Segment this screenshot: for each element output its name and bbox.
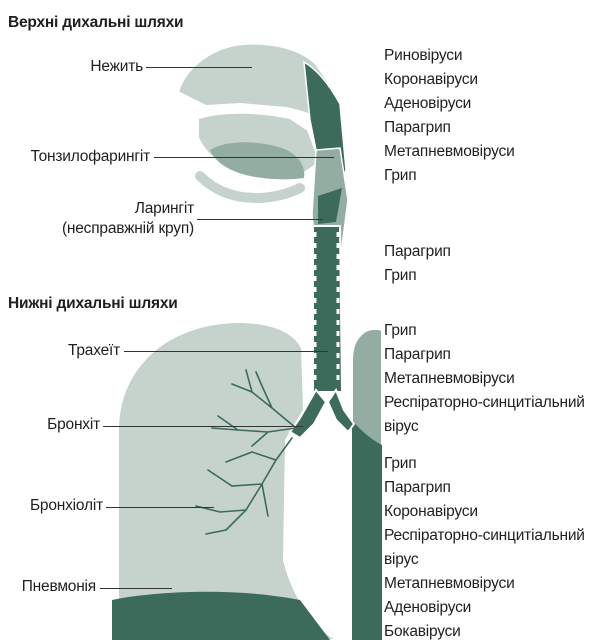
pathogen-item: Парагрип: [384, 240, 451, 264]
pathogen-item: Коронавіруси: [384, 68, 515, 92]
pathogen-item: Риновіруси: [384, 44, 515, 68]
pathogen-item: Коронавіруси: [384, 500, 585, 524]
leader-laryngitis: [197, 219, 323, 220]
label-bronchiolitis: Бронхіоліт: [30, 495, 103, 516]
pathogen-item: Аденовіруси: [384, 596, 585, 620]
leader-bronchitis: [103, 426, 303, 427]
pathogen-item: вірус: [384, 415, 585, 439]
pathogens-larynx: Парагрип Грип: [384, 240, 451, 288]
pathogen-item: Бокавіруси: [384, 620, 585, 640]
pathogen-item: Грип: [384, 319, 585, 343]
label-laryngitis-line2: (несправжній круп): [62, 218, 194, 239]
label-rhinitis: Нежить: [90, 56, 143, 77]
pathogen-item: Парагрип: [384, 116, 515, 140]
pathogen-item: Метапневмовіруси: [384, 140, 515, 164]
right-bronchus: [328, 390, 354, 432]
pathogen-item: Парагрип: [384, 476, 585, 500]
label-pneumonia: Пневмонія: [22, 576, 96, 597]
right-lung-dark: [352, 420, 382, 640]
lower-airways-heading: Нижні дихальні шляхи: [8, 293, 178, 314]
leader-tonsillopharyngitis: [154, 157, 334, 158]
upper-airways-heading: Верхні дихальні шляхи: [8, 12, 183, 33]
leader-pneumonia: [100, 588, 172, 589]
pathogens-upper-airways: Риновіруси Коронавіруси Аденовіруси Пара…: [384, 44, 515, 188]
pathogen-item: Грип: [384, 264, 451, 288]
leader-rhinitis: [146, 67, 252, 68]
pathogen-item: Грип: [384, 164, 515, 188]
pathogen-item: вірус: [384, 548, 585, 572]
leader-bronchiolitis: [106, 507, 214, 508]
label-bronchitis: Бронхіт: [47, 414, 100, 435]
pathogens-trachea-bronchi: Грип Парагрип Метапневмовіруси Респірато…: [384, 319, 585, 439]
pathogen-item: Респіраторно-синцитіальний: [384, 524, 585, 548]
pathogen-item: Парагрип: [384, 343, 585, 367]
pathogen-item: Респіраторно-синцитіальний: [384, 391, 585, 415]
pathogen-item: Метапневмовіруси: [384, 367, 585, 391]
leader-tracheitis: [124, 351, 328, 352]
pathogen-item: Метапневмовіруси: [384, 572, 585, 596]
label-tonsillopharyngitis: Тонзилофарингіт: [31, 146, 150, 167]
pathogen-item: Аденовіруси: [384, 92, 515, 116]
pathogens-lungs: Грип Парагрип Коронавіруси Респіраторно-…: [384, 452, 585, 640]
label-laryngitis-line1: Ларингіт: [135, 198, 194, 219]
label-tracheitis: Трахеїт: [68, 340, 120, 361]
pathogen-item: Грип: [384, 452, 585, 476]
